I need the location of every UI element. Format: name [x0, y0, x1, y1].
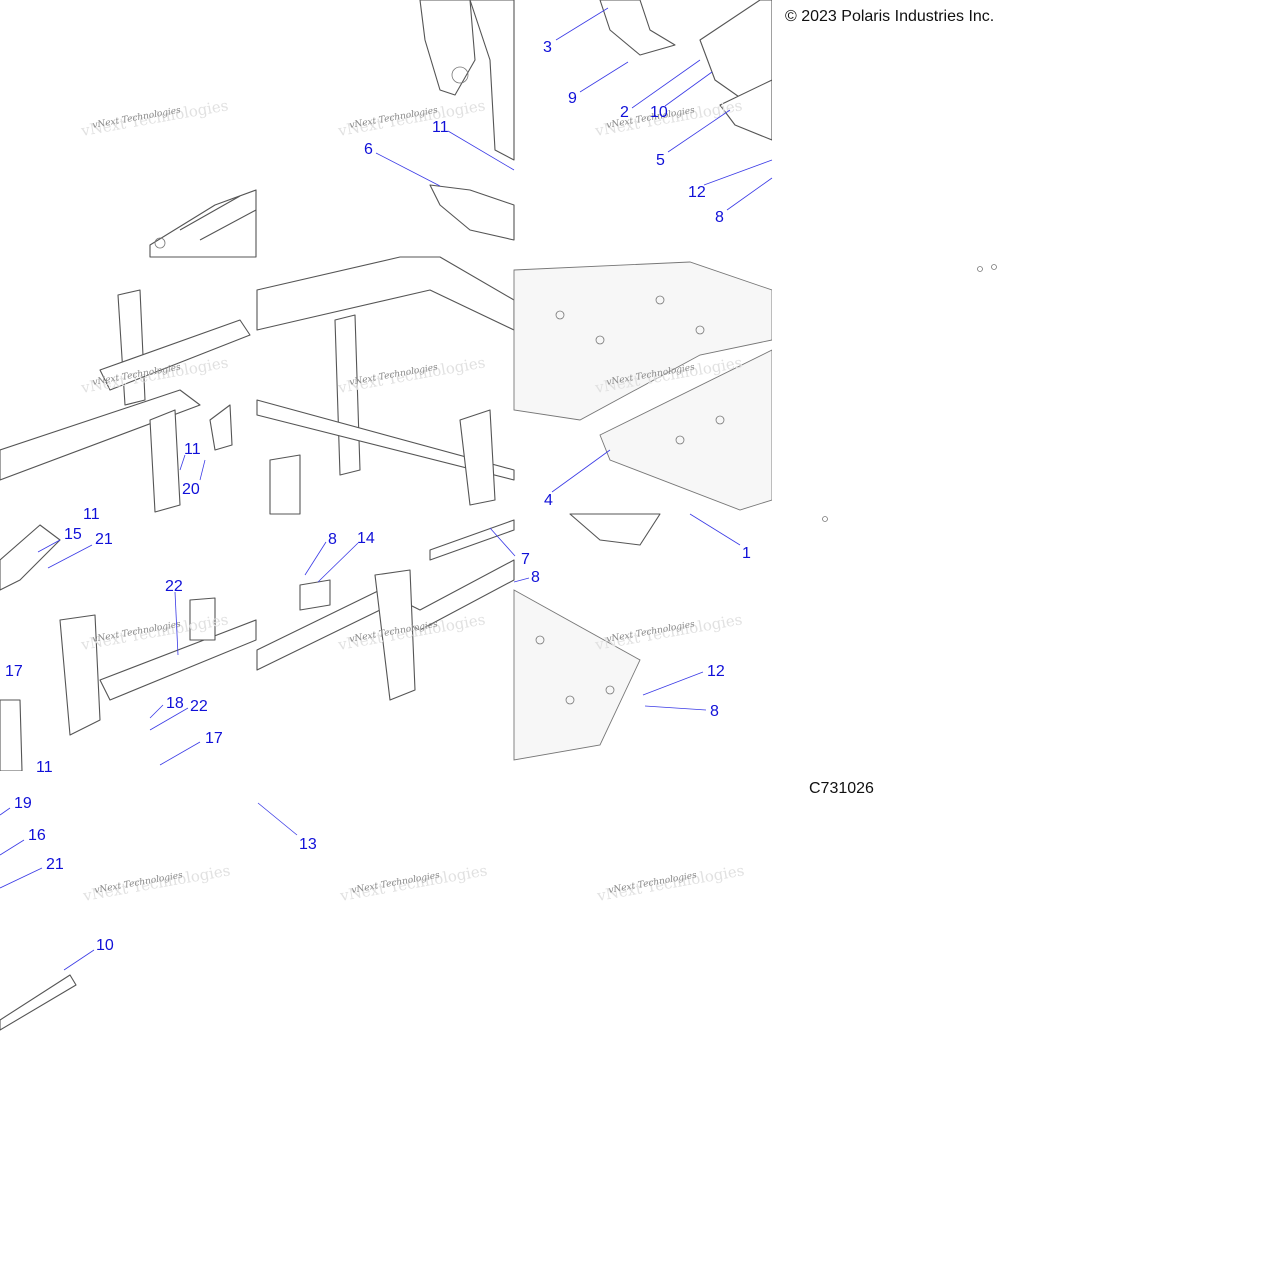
callout-number: 21	[95, 531, 113, 548]
callout-number: 5	[656, 152, 665, 169]
callout-number: 8	[715, 209, 724, 226]
callout-number: 14	[357, 530, 375, 547]
callout-number: 13	[299, 836, 317, 853]
callout-number: 21	[46, 856, 64, 873]
callout-number: 22	[190, 698, 208, 715]
callout-number: 18	[166, 695, 184, 712]
callout-number: 15	[64, 526, 82, 543]
leader-lines	[0, 7, 773, 971]
callout-number: 1	[742, 545, 751, 562]
fastener-group	[822, 264, 997, 522]
callout-number: 19	[14, 795, 32, 812]
callout-number: 11	[184, 441, 201, 458]
callout-number: 11	[36, 759, 53, 776]
callout-number: 8	[531, 569, 540, 586]
callout-number: 2	[620, 104, 629, 121]
callout-number: 7	[521, 551, 530, 568]
callout-number: 17	[5, 663, 23, 680]
callout-number: 12	[707, 663, 725, 680]
callout-number: 8	[328, 531, 337, 548]
callout-number: 20	[182, 481, 200, 498]
callout-number: 10	[650, 104, 668, 121]
callout-number: 9	[568, 90, 577, 107]
rail-part	[0, 974, 77, 1031]
callout-number: 8	[710, 703, 719, 720]
callout-number: 11	[432, 119, 449, 136]
callout-number: 11	[83, 506, 100, 523]
copyright-notice: © 2023 Polaris Industries Inc.	[785, 8, 995, 25]
frame-line-art	[0, 0, 772, 771]
diagram-code: C731026	[809, 780, 874, 797]
callout-number: 12	[688, 184, 706, 201]
callout-number: 10	[96, 937, 114, 954]
callout-number: 6	[364, 141, 373, 158]
callout-number: 17	[205, 730, 223, 747]
callout-number: 16	[28, 827, 46, 844]
callout-layer: 3 9 2 10 5 12 8 11 6 11 20 11 4 1 15 21 22 17 18 22 17 11 8 14 7…	[5, 39, 751, 954]
callout-number: 22	[165, 578, 183, 595]
callout-number: 4	[544, 492, 553, 509]
callout-number: 3	[543, 39, 552, 56]
